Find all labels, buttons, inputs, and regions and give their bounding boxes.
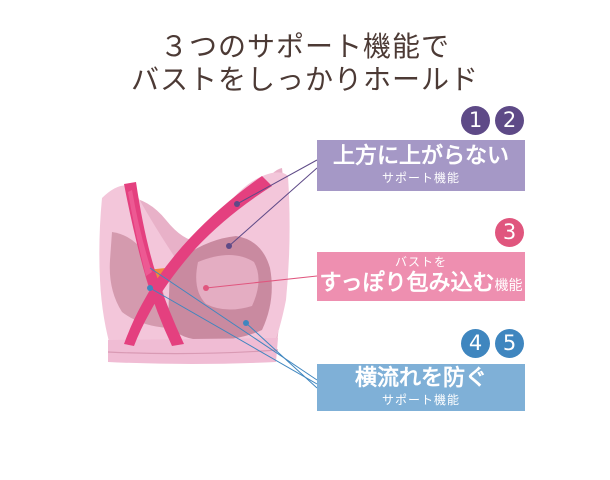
- badge-4: 4: [461, 329, 490, 358]
- callout-2-main-line: すっぽり包み込む機能: [317, 270, 525, 300]
- callout-box-lift-support: 上方に上がらない サポート機能: [317, 140, 525, 191]
- cup-highlight-shape: [196, 255, 259, 310]
- badge-1: 1: [461, 106, 490, 135]
- callout-2-sub-top: バストを: [394, 255, 447, 269]
- callout-1-main: 上方に上がらない: [332, 144, 509, 169]
- title-line-2: バストをしっかりホールド: [130, 63, 479, 96]
- callout-box-side-support: 横流れを防ぐ サポート機能: [317, 364, 525, 411]
- underband-line: [107, 349, 279, 355]
- callout-2-main: すっぽり包み込む: [319, 271, 495, 296]
- callout-3-sub: サポート機能: [381, 393, 460, 407]
- callout-box-wrap-support: バストを すっぽり包み込む機能: [317, 252, 525, 301]
- underband-shape: [108, 338, 278, 364]
- badge-3: 3: [495, 218, 524, 247]
- strap-left: [124, 182, 184, 346]
- callout-3-main: 横流れを防ぐ: [354, 366, 487, 391]
- callout-2-suffix: 機能: [494, 278, 523, 294]
- badge-5: 5: [495, 329, 524, 358]
- callout-1-sub: サポート機能: [381, 171, 460, 185]
- title-line-1: ３つのサポート機能で: [159, 30, 450, 63]
- badge-2: 2: [495, 106, 524, 135]
- strap-inner: [128, 190, 152, 276]
